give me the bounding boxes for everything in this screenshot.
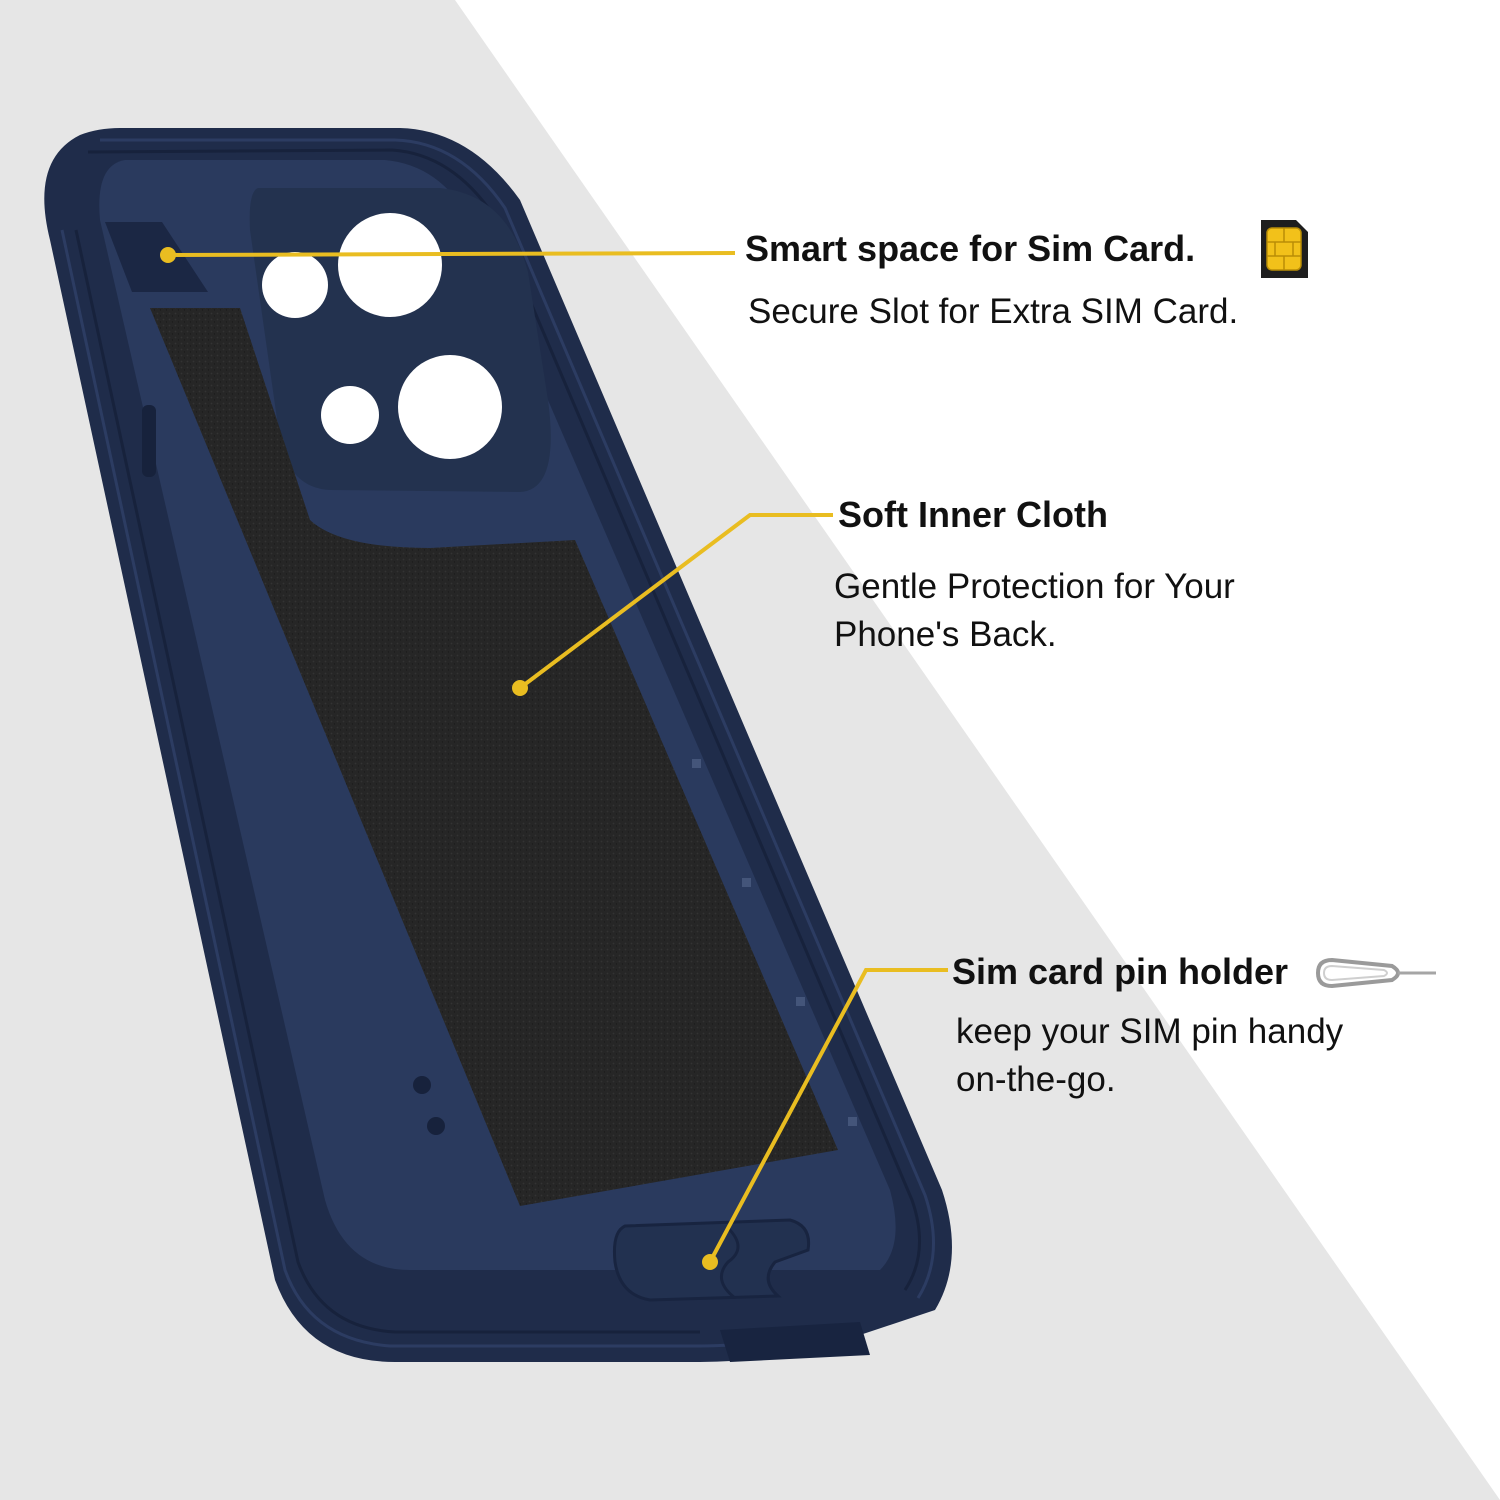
leader-line-cloth [518, 513, 833, 690]
callout-description: Gentle Protection for Your Phone's Back. [834, 567, 1235, 654]
side-port-hole [427, 1117, 445, 1135]
clip-notch [796, 997, 805, 1006]
callout-title: Sim card pin holder [952, 951, 1289, 992]
case-edge-ridge [74, 229, 700, 1334]
camera-cutout [398, 355, 502, 459]
camera-cutout [338, 213, 442, 317]
side-button-cutout [142, 405, 156, 477]
case-edge-ridge [100, 138, 935, 1299]
side-port-hole [413, 1076, 431, 1094]
leader-line-pin-holder [708, 968, 948, 1263]
leader-dot [512, 680, 528, 696]
camera-cutout [262, 252, 328, 318]
leader-dot [702, 1254, 718, 1270]
camera-cutout [321, 386, 379, 444]
soft-inner-cloth [150, 308, 838, 1206]
clip-notch [848, 1117, 857, 1126]
sim-card-slot [105, 222, 208, 292]
clip-notch [692, 759, 701, 768]
leader-line-sim-slot [167, 251, 736, 257]
callout-title: Smart space for Sim Card. [745, 228, 1196, 269]
sim-card-icon [1261, 220, 1308, 278]
callout-description: keep your SIM pin handy on-the-go. [956, 1012, 1344, 1099]
bottom-port-tab [720, 1322, 870, 1362]
callout-title: Soft Inner Cloth [838, 494, 1108, 535]
sim-eject-pin-icon [1315, 957, 1436, 989]
leader-dot [160, 247, 176, 263]
clip-notch [742, 878, 751, 887]
callout-leader-lines [167, 251, 948, 1263]
pin-holder-groove [719, 1226, 740, 1300]
callout-description: Secure Slot for Extra SIM Card. [748, 292, 1239, 331]
phone-case [44, 128, 952, 1362]
